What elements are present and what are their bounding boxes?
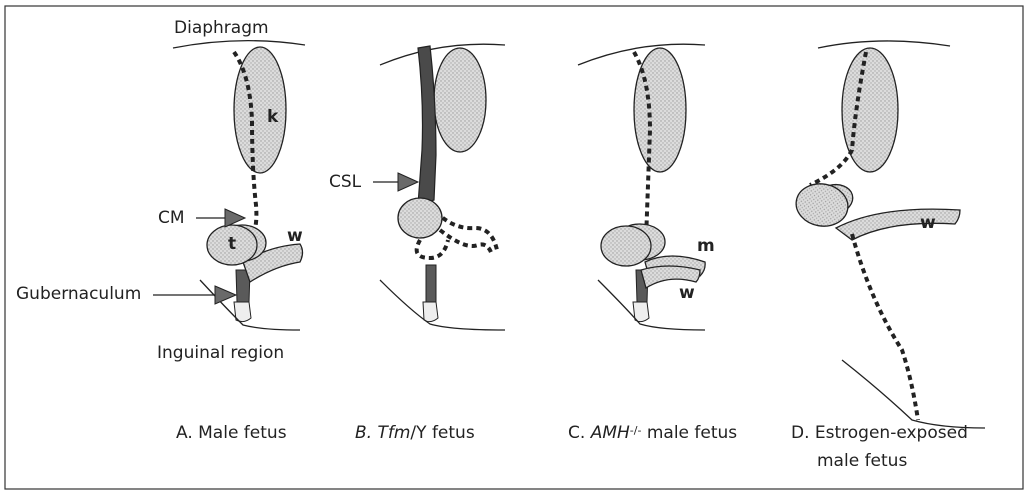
gubernaculum-dotted — [852, 234, 918, 420]
caption-c-prefix: C. — [568, 423, 591, 443]
kidney — [434, 48, 486, 152]
caption-b-prefix: B. — [355, 423, 377, 443]
csl-arrow — [373, 173, 418, 191]
diaphragm-line — [818, 41, 950, 48]
wolffian-letter-c: w — [679, 283, 695, 303]
panel-b — [373, 44, 505, 330]
caption-c-sup: -/- — [630, 424, 642, 437]
cranial-suspensory-ligament — [418, 46, 436, 205]
inguinal-wall — [380, 280, 505, 330]
gubernaculum-arrow — [153, 286, 236, 304]
csl-label: CSL — [329, 172, 361, 192]
cm-label: CM — [158, 208, 185, 228]
gubernaculum — [426, 265, 436, 302]
gubernaculum-label: Gubernaculum — [16, 284, 141, 304]
caption-b: B. Tfm/Y fetus — [355, 420, 475, 446]
testis — [398, 198, 442, 238]
testis-letter: t — [228, 234, 236, 254]
inguinal-region-label: Inguinal region — [157, 343, 284, 363]
caption-c-italic: AMH — [591, 423, 630, 443]
kidney-letter: k — [267, 107, 278, 127]
wolffian-letter-a: w — [287, 226, 303, 246]
diaphragm-line — [173, 41, 305, 48]
kidney — [634, 48, 686, 172]
caption-c-suffix: male fetus — [641, 423, 737, 443]
panel-a — [153, 41, 305, 330]
caption-d-line1: D. Estrogen-exposed — [791, 420, 968, 446]
cm-arrow — [196, 209, 245, 227]
wolffian-duct — [836, 209, 960, 240]
dotted-duct-b3 — [417, 240, 448, 258]
mullerian-letter-c: m — [697, 236, 715, 256]
panel-d — [793, 41, 985, 428]
caption-c: C. AMH-/- male fetus — [568, 420, 737, 446]
caption-d-line2: male fetus — [817, 448, 907, 474]
testis — [601, 226, 651, 266]
wolffian-letter-d: w — [920, 213, 936, 233]
inguinal-knob — [423, 302, 438, 322]
diaphragm-label: Diaphragm — [174, 18, 269, 38]
caption-b-italic: Tfm — [377, 423, 410, 443]
diaphragm-line — [578, 44, 705, 65]
dotted-duct-b2 — [440, 230, 492, 255]
caption-b-suffix: /Y fetus — [410, 423, 474, 443]
caption-a: A. Male fetus — [176, 420, 287, 446]
